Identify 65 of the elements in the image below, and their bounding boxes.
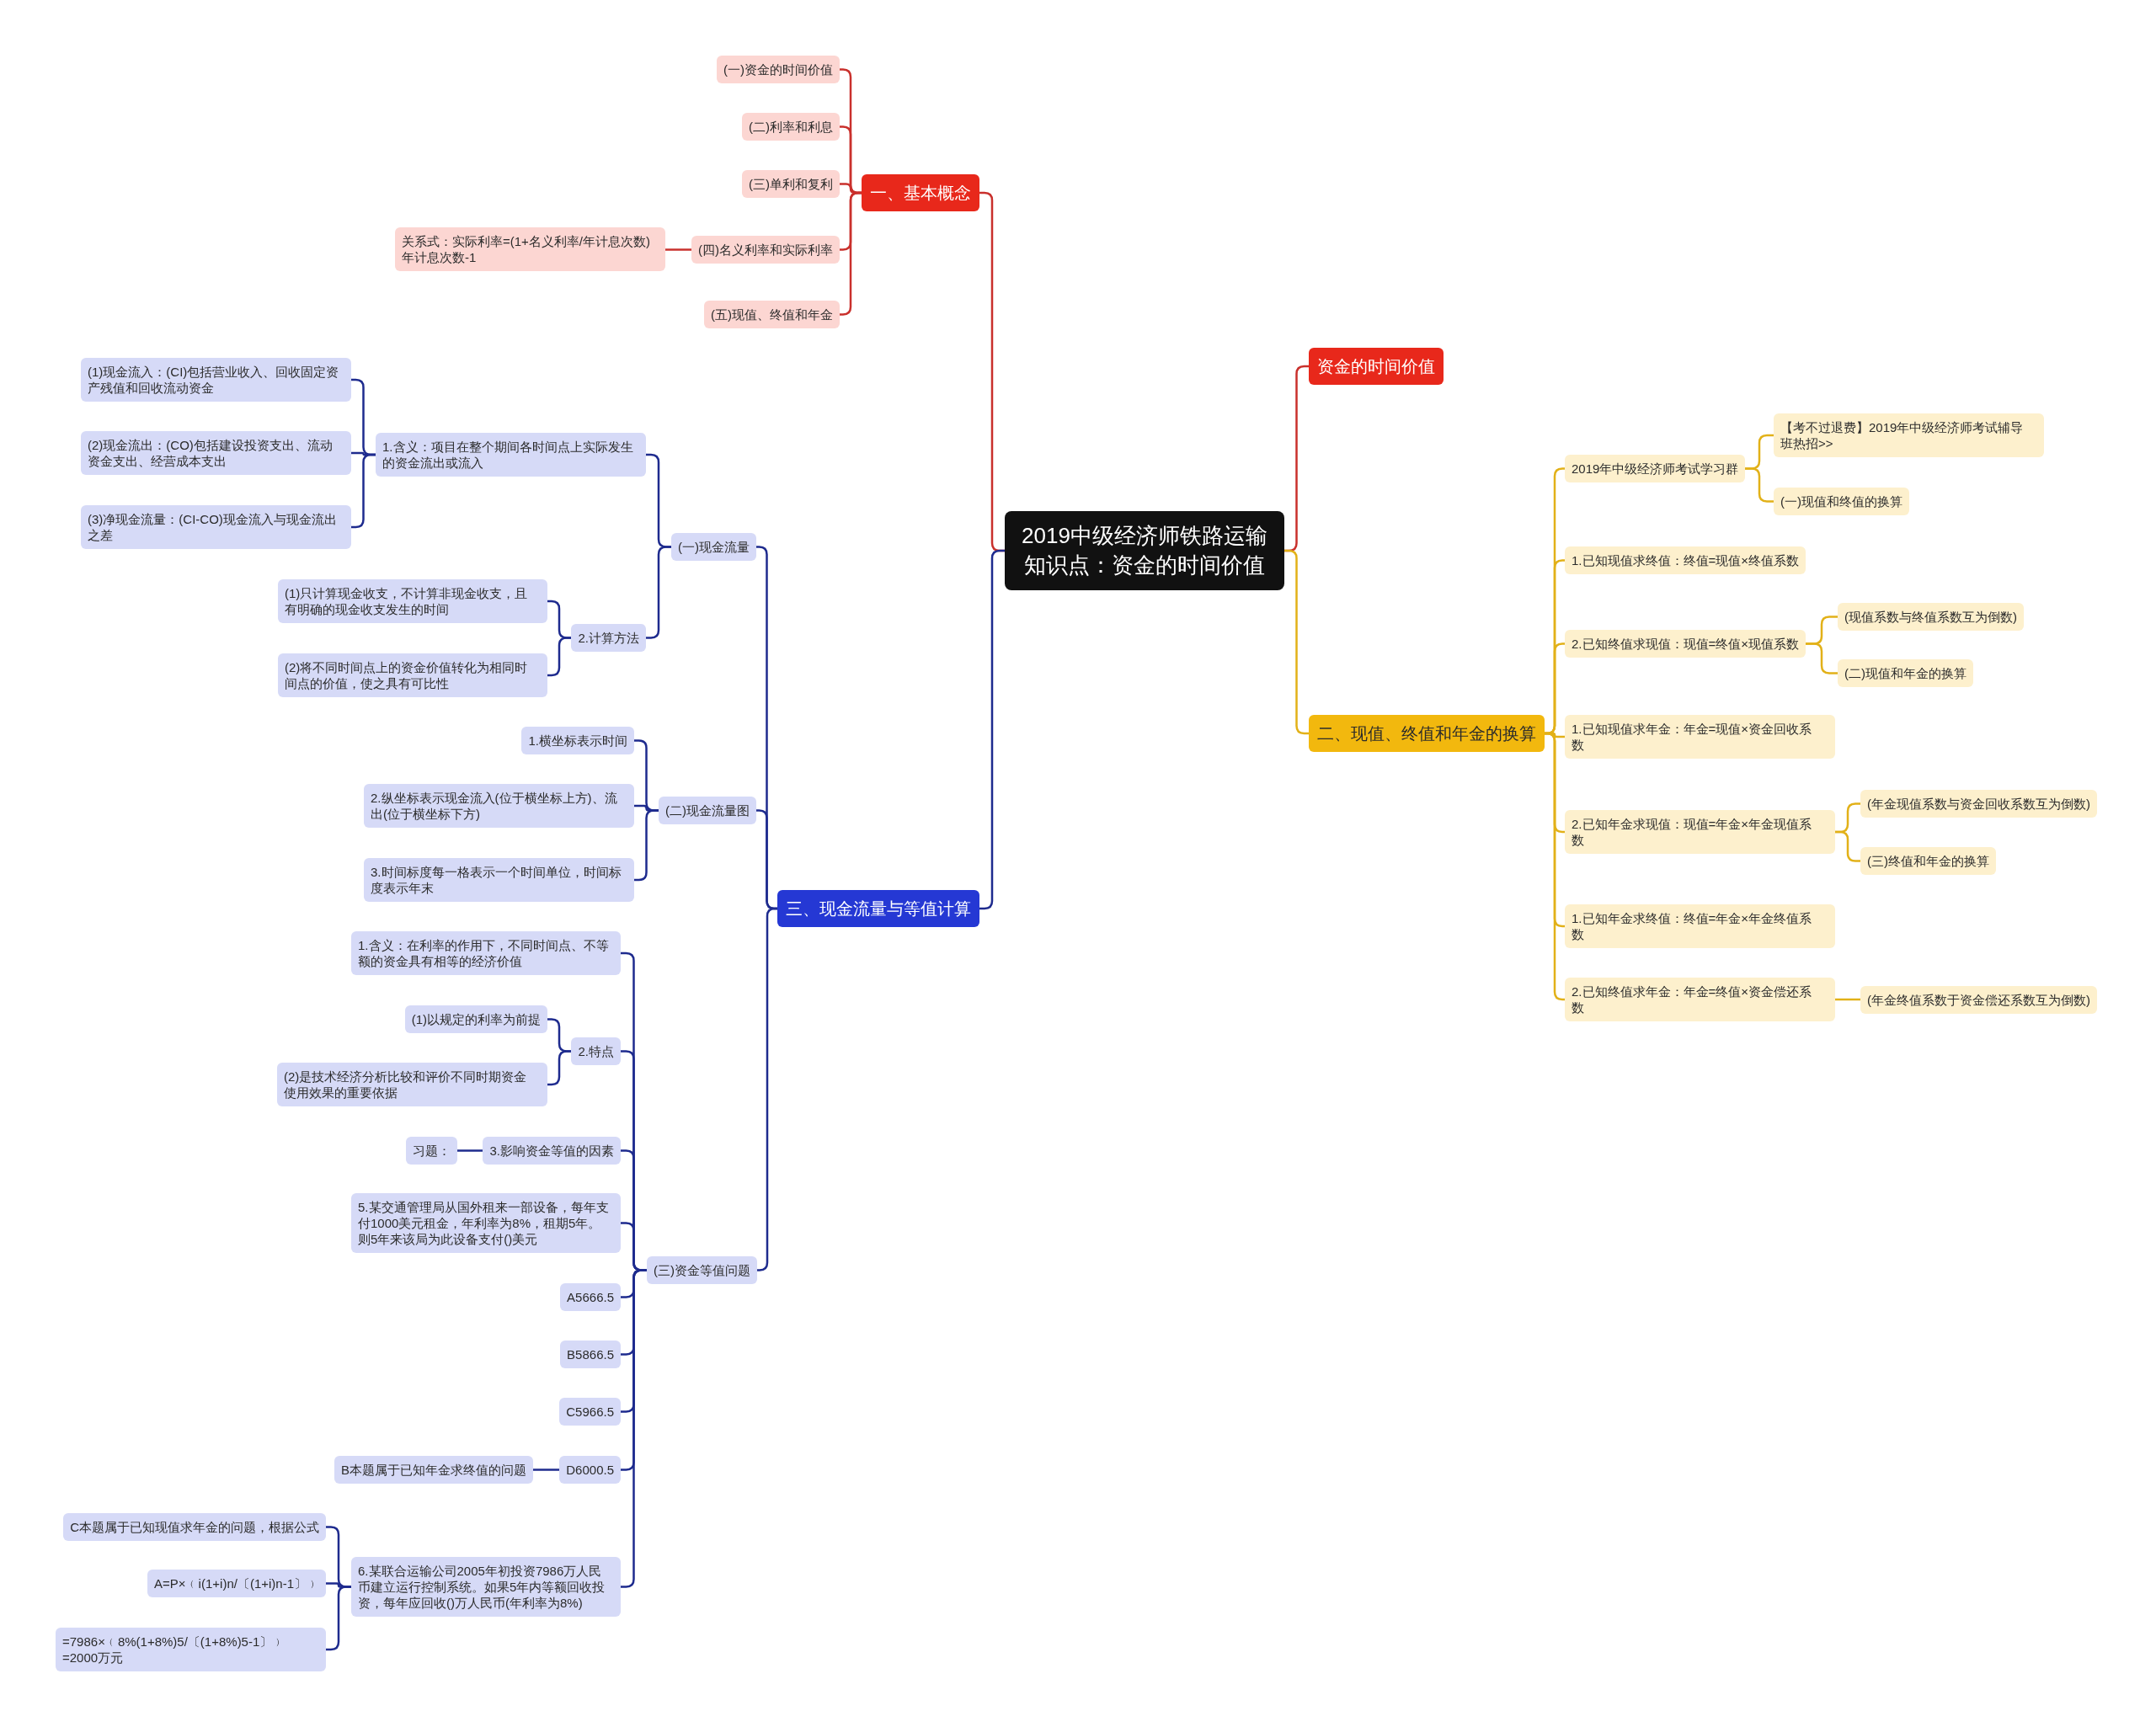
subtopic: (现值系数与终值系数互为倒数) [1838, 603, 2024, 631]
subtopic: 2.纵坐标表示现金流入(位于横坐标上方)、流出(位于横坐标下方) [364, 784, 634, 828]
subtopic: =7986×﹙8%(1+8%)5/〔(1+8%)5-1〕﹚=2000万元 [56, 1628, 326, 1671]
connector-line [1835, 998, 1860, 1001]
subtopic: (一)现金流量 [671, 533, 756, 561]
subtopic: (一)资金的时间价值 [717, 56, 840, 83]
subtopic: 2.已知年金求现值：现值=年金×年金现值系数 [1565, 810, 1835, 854]
main-topic: 二、现值、终值和年金的换算 [1309, 715, 1545, 752]
subtopic: (2)现金流出：(CO)包括建设投资支出、流动资金支出、经营成本支出 [81, 431, 351, 475]
main-topic: 一、基本概念 [862, 174, 979, 211]
subtopic: (1)只计算现金收支，不计算非现金收支，且有明确的现金收支发生的时间 [278, 579, 547, 623]
connector-line [1806, 642, 1838, 674]
subtopic: 2.已知终值求现值：现值=终值×现值系数 [1565, 630, 1806, 658]
subtopic: (2)是技术经济分析比较和评价不同时期资金使用效果的重要依据 [277, 1063, 547, 1106]
subtopic: B本题属于已知年金求终值的问题 [334, 1456, 533, 1484]
subtopic: 习题： [406, 1137, 457, 1165]
subtopic: 3.时间标度每一格表示一个时间单位，时间标度表示年末 [364, 858, 634, 902]
subtopic: D6000.5 [559, 1456, 621, 1484]
connector-line [665, 248, 691, 251]
subtopic: 【考不过退费】2019年中级经济师考试辅导班热招>> [1774, 413, 2044, 457]
subtopic: (年金现值系数与资金回收系数互为倒数) [1860, 790, 2097, 818]
subtopic: (3)净现金流量：(CI-CO)现金流入与现金流出之差 [81, 505, 351, 549]
subtopic: (五)现值、终值和年金 [704, 301, 840, 328]
subtopic: (四)名义利率和实际利率 [691, 236, 840, 264]
subtopic: 3.影响资金等值的因素 [483, 1137, 621, 1165]
subtopic: 2.特点 [571, 1037, 621, 1065]
subtopic: (1)现金流入：(CI)包括营业收入、回收固定资产残值和回收流动资金 [81, 358, 351, 402]
subtopic: (二)利率和利息 [742, 113, 840, 141]
subtopic: (二)现值和年金的换算 [1838, 659, 1973, 687]
central-topic: 2019中级经济师铁路运输知识点：资金的时间价值 [1005, 511, 1284, 590]
subtopic: (2)将不同时间点上的资金价值转化为相同时间点的价值，使之具有可比性 [278, 653, 547, 697]
connector-line [1745, 467, 1774, 503]
subtopic: 1.已知年金求终值：终值=年金×年金终值系数 [1565, 904, 1835, 948]
subtopic: 1.已知现值求终值：终值=现值×终值系数 [1565, 546, 1806, 574]
subtopic: 1.横坐标表示时间 [521, 727, 634, 754]
main-topic: 三、现金流量与等值计算 [777, 890, 979, 927]
subtopic: 关系式：实际利率=(1+名义利率/年计息次数)年计息次数-1 [395, 227, 665, 271]
subtopic: 1.含义：在利率的作用下，不同时间点、不等额的资金具有相等的经济价值 [351, 931, 621, 975]
subtopic: (三)资金等值问题 [647, 1256, 757, 1284]
subtopic: (1)以规定的利率为前提 [404, 1005, 547, 1033]
subtopic: 1.含义：项目在整个期间各时间点上实际发生的资金流出或流入 [376, 433, 646, 477]
connector-line [533, 1468, 559, 1471]
subtopic: C本题属于已知现值求年金的问题，根据公式 [63, 1513, 326, 1541]
subtopic: (三)终值和年金的换算 [1860, 847, 1996, 875]
subtopic: 2019年中级经济师考试学习群 [1565, 455, 1746, 482]
subtopic: 5.某交通管理局从国外租来一部设备，每年支付1000美元租金，年利率为8%，租期5年。则5年来该局为此设备支付()美元 [351, 1193, 621, 1253]
connector-line [326, 1586, 351, 1651]
subtopic: 2.已知终值求年金：年金=终值×资金偿还系数 [1565, 978, 1835, 1021]
subtopic: (一)现值和终值的换算 [1774, 488, 1909, 515]
subtopic: 1.已知现值求年金：年金=现值×资金回收系数 [1565, 715, 1835, 759]
subtopic: B5866.5 [560, 1341, 621, 1368]
subtopic: (年金终值系数于资金偿还系数互为倒数) [1860, 986, 2097, 1014]
subtopic: (二)现金流量图 [659, 797, 756, 824]
subtopic: (三)单利和复利 [742, 170, 840, 198]
subtopic: 6.某联合运输公司2005年初投资7986万人民币建立运行控制系统。如果5年内等额回收投资，每年应回收()万人民币(年利率为8%) [351, 1557, 621, 1617]
subtopic: 2.计算方法 [571, 624, 646, 652]
subtopic: A=P×﹙i(1+i)n/〔(1+i)n-1〕﹚ [147, 1570, 326, 1597]
subtopic: A5666.5 [560, 1283, 621, 1311]
main-topic: 资金的时间价值 [1309, 348, 1444, 385]
connector-line [457, 1149, 483, 1152]
connector-line [1835, 830, 1860, 862]
connector-line [547, 1050, 571, 1086]
connector-line [547, 637, 571, 677]
connector-line [646, 546, 671, 639]
subtopic: C5966.5 [559, 1398, 621, 1426]
